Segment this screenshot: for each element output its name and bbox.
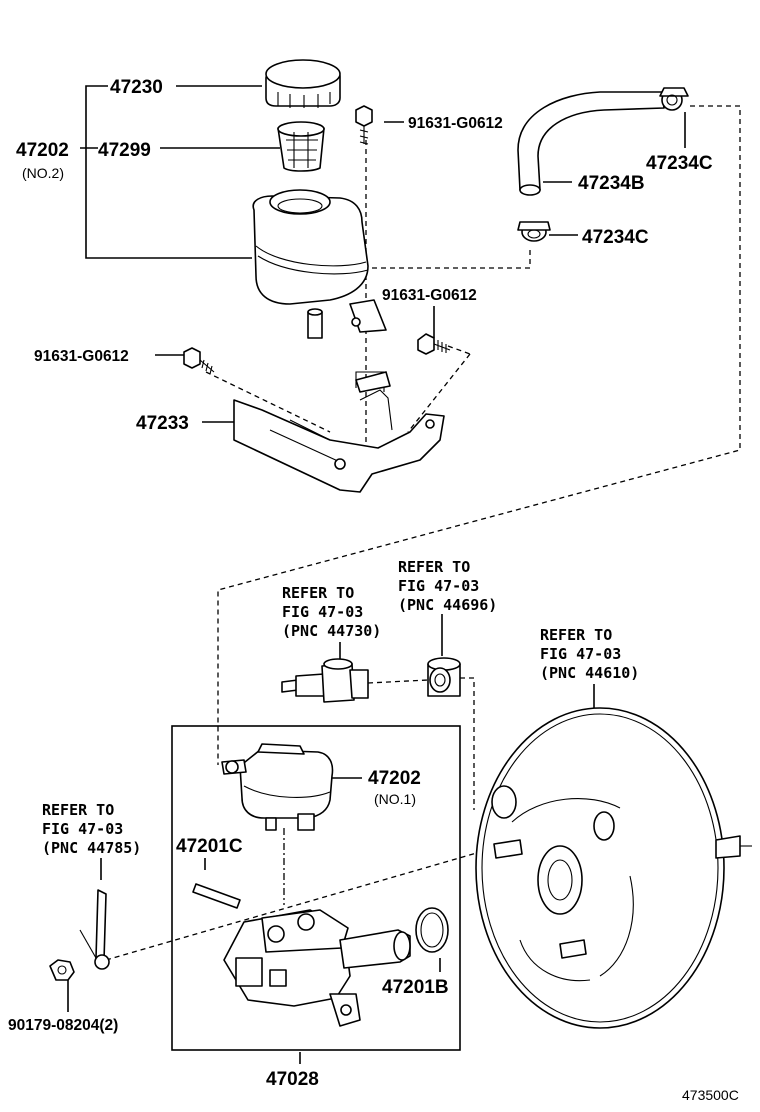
ref-44610-line2: FIG 47-03 (540, 645, 621, 663)
label-47233[interactable]: 47233 (136, 413, 189, 434)
label-47234c-upper[interactable]: 47234C (646, 153, 713, 174)
ref-44610-line3: (PNC 44610) (540, 664, 639, 682)
label-47202-no1-note: (NO.1) (374, 791, 416, 807)
bracket-part[interactable] (233, 371, 445, 493)
o-ring-part[interactable] (415, 907, 449, 953)
label-47202-no1[interactable]: 47202 (368, 768, 421, 789)
ref-44696-line1: REFER TO (398, 558, 470, 576)
bolt-left-part[interactable] (183, 347, 215, 375)
strainer-part[interactable] (277, 121, 325, 172)
reference-44610: REFER TO FIG 47-03 (PNC 44610) (540, 626, 639, 682)
ref-44785-line2: FIG 47-03 (42, 820, 123, 838)
reservoir-no1-part[interactable] (221, 743, 334, 831)
label-bolt-left[interactable]: 91631-G0612 (34, 348, 129, 365)
brake-booster-part[interactable] (475, 707, 752, 1029)
label-bolt-top[interactable]: 91631-G0612 (408, 115, 503, 132)
label-bolt-right[interactable]: 91631-G0612 (382, 287, 477, 304)
master-cylinder-part[interactable] (223, 909, 411, 1027)
reference-44696: REFER TO FIG 47-03 (PNC 44696) (398, 558, 497, 614)
ref-44730-line1: REFER TO (282, 584, 354, 602)
label-47230[interactable]: 47230 (110, 77, 163, 98)
ref-44696-line3: (PNC 44696) (398, 596, 497, 614)
grommet-fitting[interactable] (427, 657, 461, 697)
clip-upper-part[interactable] (659, 87, 689, 111)
clip-lower-part[interactable] (517, 221, 551, 242)
bolt-top-part[interactable] (355, 105, 373, 145)
label-47202-no2-note: (NO.2) (22, 165, 64, 181)
ref-44730-line2: FIG 47-03 (282, 603, 363, 621)
ref-44730-line3: (PNC 44730) (282, 622, 381, 640)
label-47201c[interactable]: 47201C (176, 836, 243, 857)
nut-part[interactable] (49, 959, 75, 981)
reservoir-cap-part[interactable] (265, 59, 341, 108)
ref-44696-line2: FIG 47-03 (398, 577, 479, 595)
ref-44785-line1: REFER TO (42, 801, 114, 819)
reference-44785: REFER TO FIG 47-03 (PNC 44785) (42, 801, 141, 857)
check-valve-fitting[interactable] (281, 658, 369, 703)
label-47202-no2[interactable]: 47202 (16, 140, 69, 161)
reference-44730: REFER TO FIG 47-03 (PNC 44730) (282, 584, 381, 640)
label-nut[interactable]: 90179-08204(2) (8, 1017, 118, 1034)
label-47201b[interactable]: 47201B (382, 977, 449, 998)
pin-part[interactable] (192, 883, 241, 909)
label-47234c-lower[interactable]: 47234C (582, 227, 649, 248)
label-47028[interactable]: 47028 (266, 1069, 319, 1090)
reservoir-no2-part[interactable] (252, 189, 387, 339)
ref-44610-line1: REFER TO (540, 626, 612, 644)
pushrod-clevis-part[interactable] (79, 889, 110, 970)
label-47234b[interactable]: 47234B (578, 173, 645, 194)
ref-44785-line3: (PNC 44785) (42, 839, 141, 857)
figure-code: 473500C (682, 1087, 739, 1103)
bolt-right-part[interactable] (417, 333, 451, 355)
label-47299[interactable]: 47299 (98, 140, 151, 161)
